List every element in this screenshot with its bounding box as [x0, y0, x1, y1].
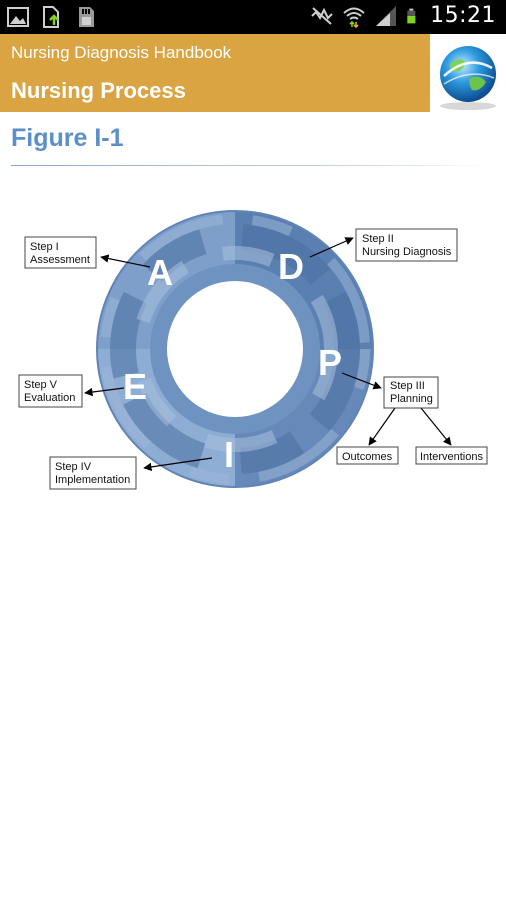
app-name: Nursing Diagnosis Handbook [11, 43, 232, 62]
globe-icon [440, 46, 496, 110]
step-implementation-box: Step IV Implementation [49, 456, 137, 490]
letter-p: P [318, 342, 342, 383]
wifi-icon [343, 7, 365, 28]
svg-text:Implementation: Implementation [55, 474, 130, 486]
upload-icon [43, 6, 59, 28]
svg-text:Step V: Step V [24, 379, 58, 391]
svg-text:Interventions: Interventions [420, 451, 483, 463]
app-logo[interactable] [430, 34, 506, 112]
svg-text:Step II: Step II [362, 233, 394, 245]
svg-text:Step I: Step I [30, 241, 59, 253]
gallery-icon [7, 7, 29, 27]
sd-card-icon [79, 7, 94, 27]
notification-icons [6, 5, 98, 29]
letter-d: D [278, 246, 304, 287]
svg-text:Assessment: Assessment [30, 254, 90, 266]
svg-text:Step III: Step III [390, 380, 425, 392]
signal-icon [376, 5, 397, 26]
letter-a: A [147, 252, 173, 293]
system-icons: 15:21 [310, 3, 496, 28]
cycle-ring [96, 210, 374, 488]
app-header: Nursing Diagnosis Handbook Nursing Proce… [0, 34, 430, 112]
letter-i: I [224, 434, 234, 475]
step-diagnosis-box: Step II Nursing Diagnosis [355, 228, 458, 262]
page-title: Nursing Process [11, 78, 186, 103]
step-evaluation-box: Step V Evaluation [18, 374, 83, 408]
clock: 15:21 [430, 3, 496, 28]
step-planning-box: Step III Planning [383, 376, 439, 409]
status-bar: 15:21 [0, 0, 506, 34]
nursing-process-diagram: A D P I E Step I Assessment Step II Nurs… [18, 210, 488, 490]
svg-text:Evaluation: Evaluation [24, 392, 75, 404]
interventions-box: Interventions [415, 446, 488, 465]
svg-text:Planning: Planning [390, 393, 433, 405]
title-divider [11, 165, 489, 166]
battery-icon [407, 8, 416, 23]
mute-icon [311, 6, 333, 25]
figure-title: Figure I-1 [11, 124, 124, 152]
svg-text:Step IV: Step IV [55, 461, 92, 473]
letter-e: E [123, 366, 147, 407]
svg-text:Outcomes: Outcomes [342, 451, 393, 463]
outcomes-box: Outcomes [336, 446, 399, 465]
step-assessment-box: Step I Assessment [24, 236, 97, 269]
svg-text:Nursing Diagnosis: Nursing Diagnosis [362, 246, 452, 258]
